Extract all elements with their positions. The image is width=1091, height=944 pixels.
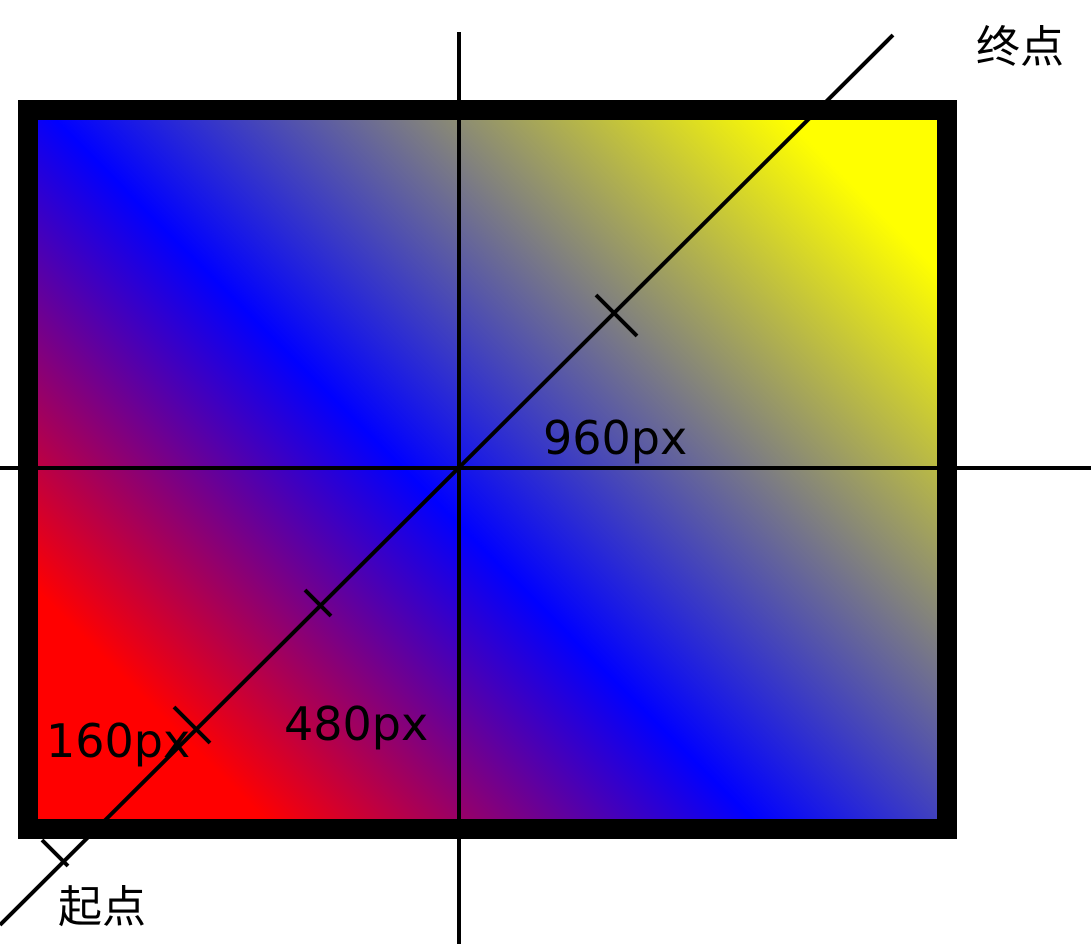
stop-480px-label: 480px: [284, 697, 428, 751]
end-point-label: 终点: [976, 22, 1064, 73]
tick-960px: [594, 293, 639, 338]
stop-960px-label: 960px: [543, 411, 687, 465]
gradient-direction-line: [0, 33, 895, 927]
tick-480px: [303, 588, 333, 618]
tick-160px: [172, 705, 212, 745]
stop-160px-label: 160px: [46, 714, 190, 768]
start-point-label: 起点: [58, 882, 146, 933]
tick-start: [40, 838, 70, 868]
